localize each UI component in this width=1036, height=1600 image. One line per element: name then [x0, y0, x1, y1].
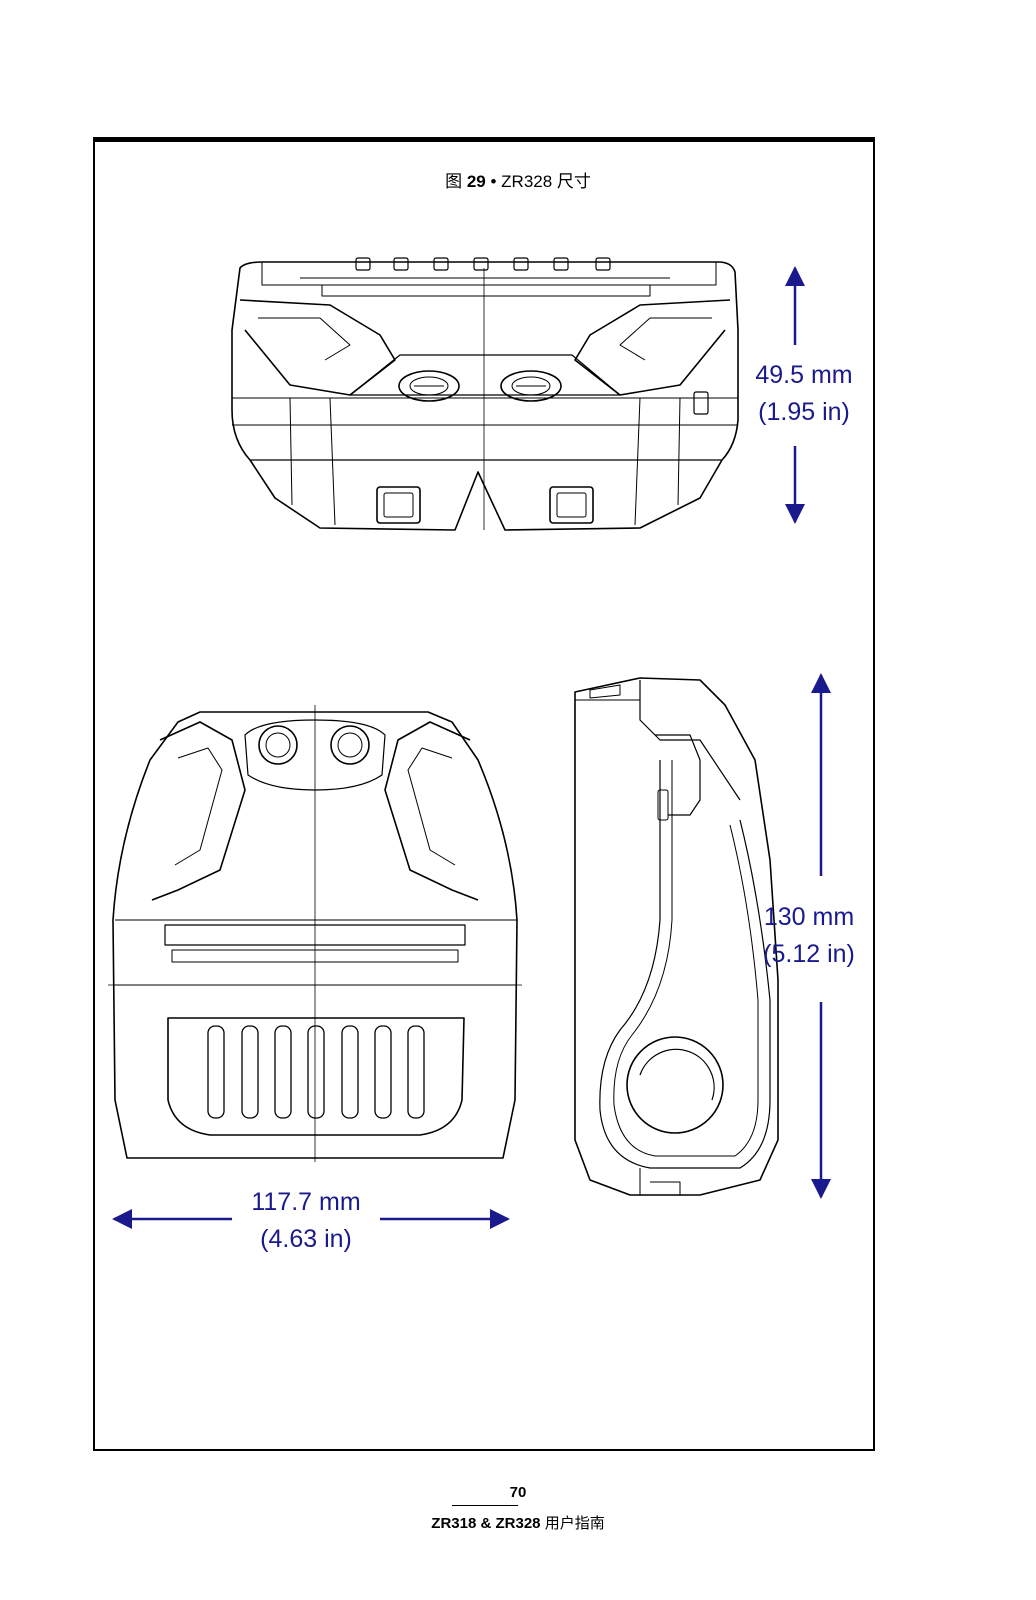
figure-prefix: 图: [445, 172, 463, 191]
width-dimension-label: 117.7 mm (4.63 in): [226, 1184, 386, 1258]
figure-frame: [93, 137, 875, 1451]
footer-rule: [452, 1505, 518, 1506]
page-number: 70: [509, 1484, 527, 1501]
width-imperial: (4.63 in): [260, 1225, 352, 1253]
height-dimension-label: 130 mm (5.12 in): [750, 899, 868, 973]
depth-imperial: (1.95 in): [758, 398, 850, 426]
footer-doc-title-bold: ZR318 & ZR328: [431, 1515, 541, 1532]
height-imperial: (5.12 in): [763, 940, 855, 968]
figure-number: 29: [466, 172, 486, 191]
depth-dimension-label: 49.5 mm (1.95 in): [742, 357, 866, 431]
printer-side-view: [574, 677, 779, 1196]
figure-caption: 图 29 • ZR328 尺寸: [0, 167, 1036, 192]
depth-metric: 49.5 mm: [755, 361, 853, 389]
printer-front-view: [108, 705, 522, 1162]
footer-doc-title: ZR318 & ZR328 用户指南: [0, 1512, 1036, 1533]
figure-title: ZR328 尺寸: [501, 172, 591, 191]
printer-top-view: [231, 257, 739, 531]
height-metric: 130 mm: [763, 903, 855, 931]
width-metric: 117.7 mm: [251, 1188, 361, 1216]
footer-doc-title-rest: 用户指南: [544, 1515, 605, 1532]
figure-bullet: •: [490, 172, 497, 191]
